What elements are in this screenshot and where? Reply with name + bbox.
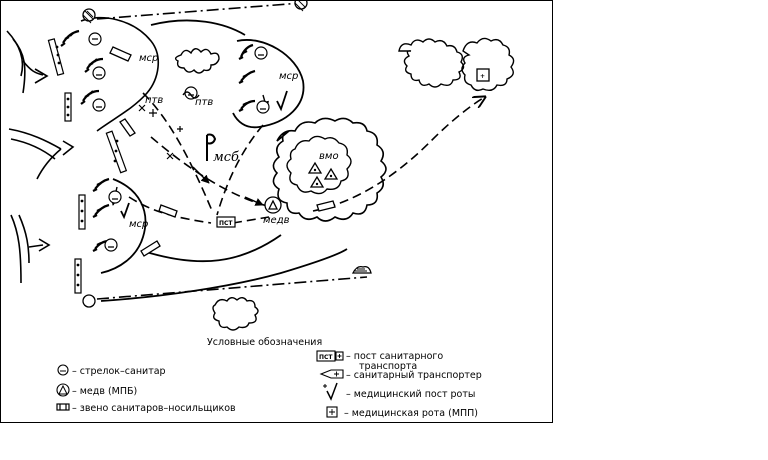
legend-icon-stretcher-team <box>56 403 70 411</box>
rifleman-medic-symbols <box>88 32 270 252</box>
tree-cluster-bottom <box>212 297 259 331</box>
advance-arrow-top <box>6 30 49 94</box>
label-ptv-right: птв <box>195 97 213 108</box>
company-area-top <box>80 16 159 132</box>
company-boundary-line <box>150 19 246 36</box>
company-boundary-line-lower <box>142 234 282 263</box>
legend-item-medical-instructor: – медв (МПБ) <box>72 386 137 397</box>
label-medv: медв <box>263 215 290 226</box>
medical-evacuation-diagram: ПСТ + мср мср мср птв птв <box>6 1 515 419</box>
legend-item-transport-post-line2: транспорта <box>359 361 417 372</box>
legend-icon-medical-instructor <box>56 383 70 397</box>
msb-flag-icon <box>206 133 217 161</box>
company-area-middle <box>232 39 305 129</box>
trench-marks <box>60 29 256 252</box>
legend-item-transport-post-line1: – пост санитарного <box>346 351 443 362</box>
medical-area-cloud <box>272 117 387 222</box>
legend-icon-rifleman-medic <box>57 364 69 376</box>
label-msb: мсб <box>213 150 239 165</box>
tree-cluster-right <box>398 38 465 88</box>
figure-frame: ПСТ + мср мср мср птв птв <box>0 0 553 423</box>
label-vmo: вмо <box>319 151 339 162</box>
legend-icon-medical-transporter <box>319 369 344 379</box>
vmo-inner-cloud <box>286 135 352 195</box>
svg-text:+: + <box>480 73 485 80</box>
observation-post <box>82 1 372 308</box>
svg-text:ПСТ: ПСТ <box>319 354 333 361</box>
medical-transporters <box>109 46 336 257</box>
top-dash-dot-line <box>96 2 302 20</box>
label-msr-bottom: мср <box>129 219 148 230</box>
svg-text:ПСТ: ПСТ <box>219 220 233 227</box>
label-msr-middle: мср <box>279 71 298 82</box>
vmo-triangles-detail <box>313 168 333 186</box>
advance-arrow-bottom <box>10 214 51 284</box>
ptv-symbol <box>182 91 200 99</box>
stretcher-team-chains <box>47 38 128 294</box>
legend-title: Условные обозначения <box>207 337 322 348</box>
legend-icon-company-medical-post <box>323 382 338 401</box>
rear-line <box>100 248 348 302</box>
transport-post-box: ПСТ <box>216 216 236 228</box>
route-arrows <box>110 94 269 206</box>
legend-icon-medical-company <box>326 406 338 418</box>
route-cross-marks <box>138 104 183 160</box>
tree-cluster-top <box>174 48 220 74</box>
legend-item-medical-company: – медицинская рота (МПП) <box>344 408 478 419</box>
rifleman-medic-marks <box>92 38 266 248</box>
label-ptv-left: птв <box>145 95 163 106</box>
company-area-bottom <box>100 178 147 274</box>
legend-icon-transport-post: ПСТ <box>316 350 344 362</box>
tree-cluster-right-2 <box>461 37 515 92</box>
advance-arrow-middle <box>8 128 75 180</box>
bottom-dash-dot-line <box>96 276 368 300</box>
legend-item-company-medical-post: – медицинский пост роты <box>346 389 475 400</box>
medical-company-symbol: + <box>476 68 490 82</box>
evacuation-routes <box>128 92 485 224</box>
label-msr-top: мср <box>139 53 158 64</box>
legend-item-medical-transporter: – санитарный транспортер <box>346 370 482 381</box>
stretcher-team-dots <box>55 45 119 287</box>
company-medical-post <box>120 90 288 220</box>
legend-item-rifleman-medic: – стрелок–санитар <box>72 366 166 377</box>
legend-item-stretcher-team: – звено санитаров–носильщиков <box>72 403 236 414</box>
